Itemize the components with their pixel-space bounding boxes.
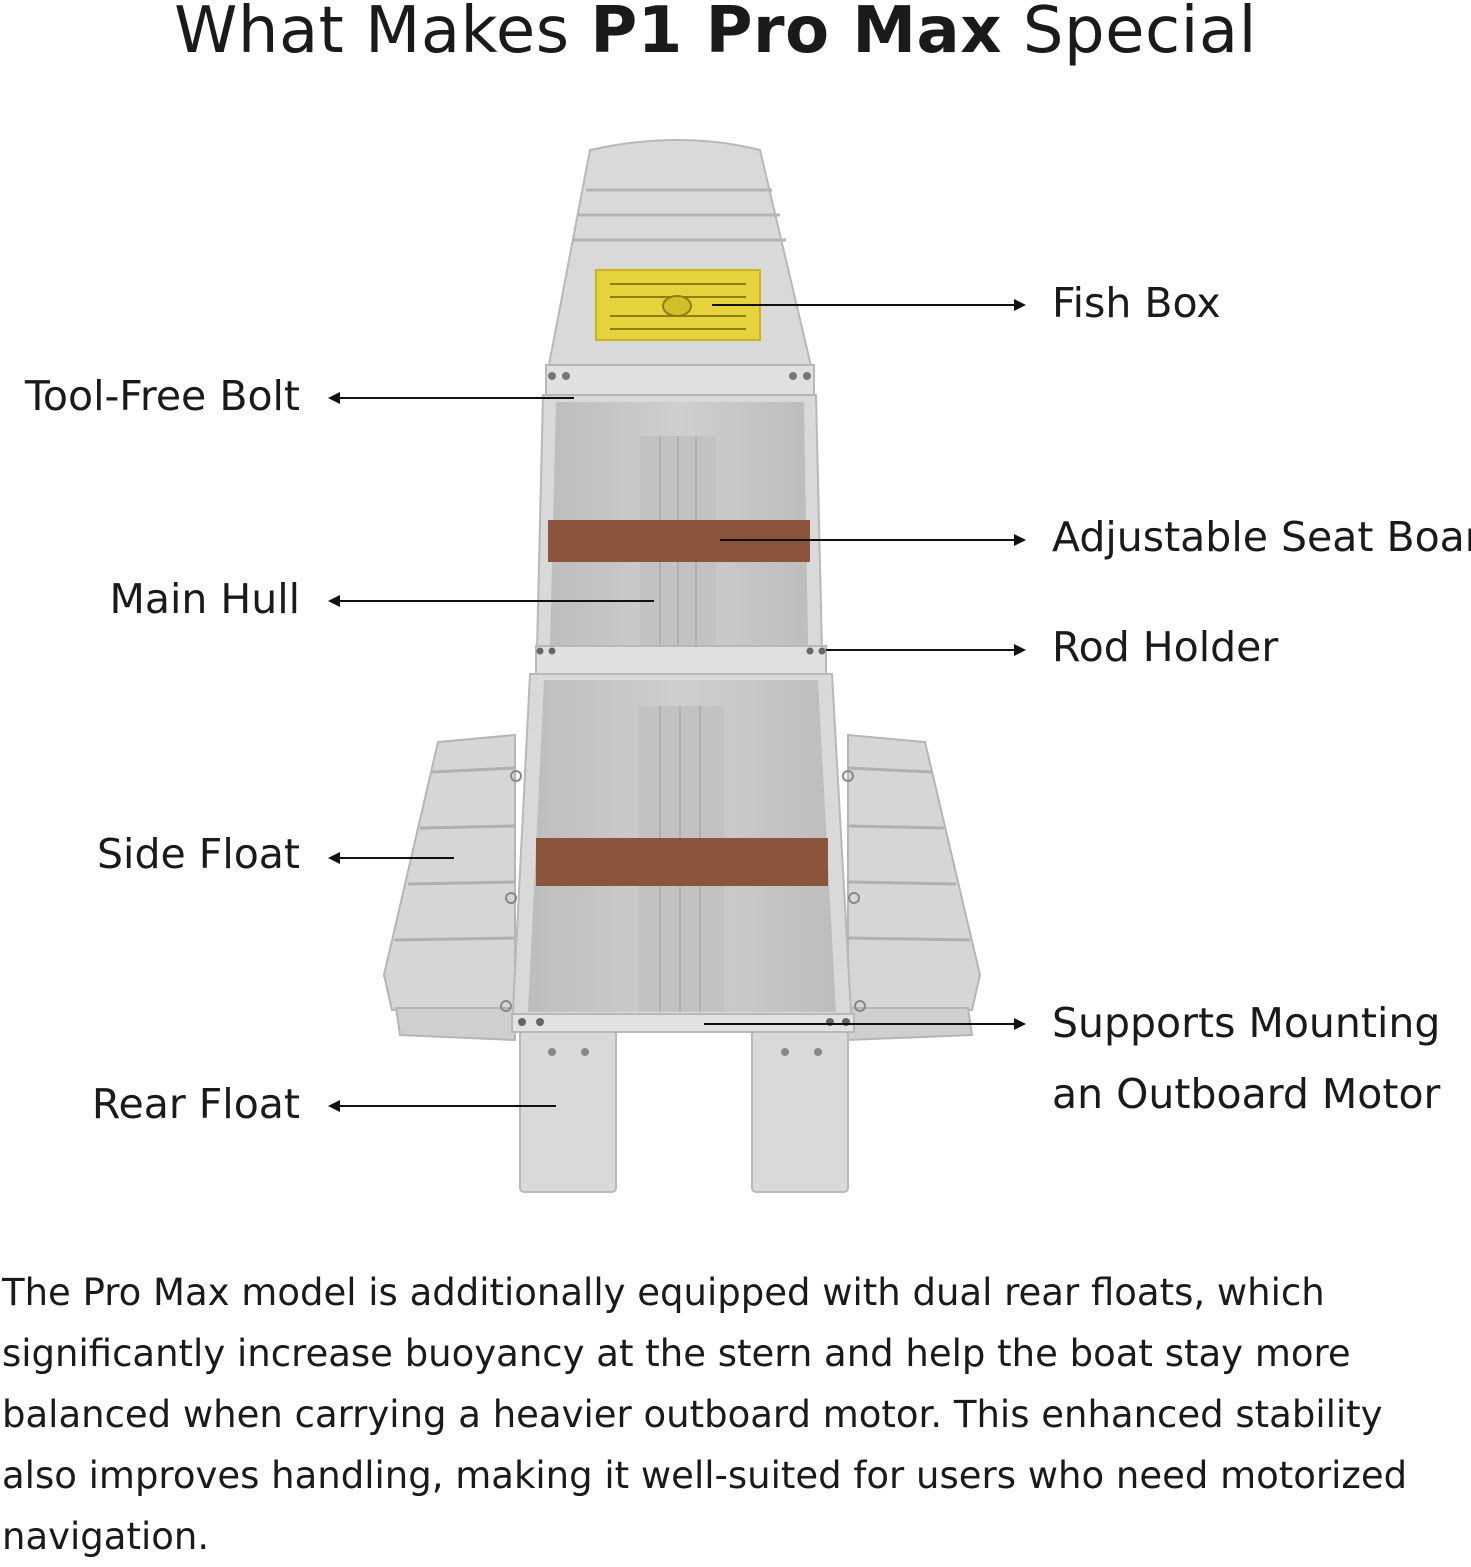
label-tool-free-bolt: Tool-Free Bolt bbox=[24, 372, 300, 420]
description-paragraph: The Pro Max model is additionally equipp… bbox=[2, 1271, 1408, 1558]
label-supports-mounting-line2: an Outboard Motor bbox=[1052, 1070, 1441, 1118]
label-fish-box: Fish Box bbox=[1052, 279, 1221, 327]
page-title: What Makes P1 Pro Max Special bbox=[0, 0, 1431, 66]
main-hull-front bbox=[535, 394, 824, 651]
label-supports-mounting-line1: Supports Mounting bbox=[1052, 999, 1441, 1047]
bow-section bbox=[545, 139, 815, 396]
label-rear-float: Rear Float bbox=[91, 1080, 300, 1128]
rear-float-right bbox=[751, 1029, 849, 1193]
side-float-right bbox=[847, 733, 982, 1042]
rear-float-left bbox=[519, 1029, 617, 1193]
label-rod-holder: Rod Holder bbox=[1052, 623, 1279, 671]
label-adjustable-seat-board: Adjustable Seat Board bbox=[1052, 513, 1471, 561]
hull-joint bbox=[535, 645, 827, 675]
title-prefix: What Makes bbox=[174, 0, 591, 68]
main-hull-rear bbox=[500, 673, 866, 1033]
title-suffix: Special bbox=[1001, 0, 1257, 68]
boat-diagram bbox=[328, 139, 1026, 1193]
seat-board-rear bbox=[536, 838, 828, 886]
label-main-hull: Main Hull bbox=[109, 575, 300, 623]
side-float-left bbox=[382, 733, 516, 1042]
label-side-float: Side Float bbox=[97, 830, 300, 878]
title-bold: P1 Pro Max bbox=[590, 0, 1002, 68]
